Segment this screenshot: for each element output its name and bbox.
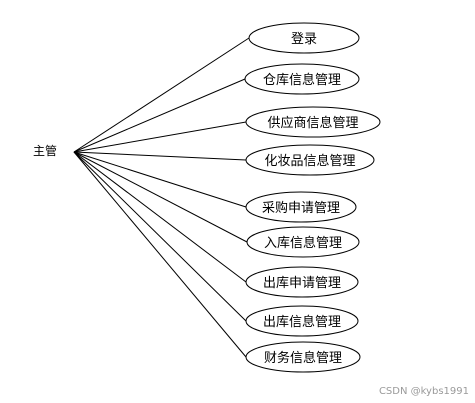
use-case-label: 出库申请管理 — [263, 275, 341, 291]
use-case: 入库信息管理 — [246, 226, 360, 258]
use-case-label: 登录 — [291, 32, 317, 47]
use-case: 出库申请管理 — [245, 266, 359, 298]
association-line — [73, 151, 247, 208]
use-case: 登录 — [248, 22, 360, 54]
actor-label: 主管 — [33, 143, 57, 158]
association-line — [73, 37, 250, 153]
use-case-label: 化妆品信息管理 — [264, 153, 355, 169]
use-case-label: 仓库信息管理 — [263, 72, 341, 88]
use-case-ellipse — [245, 144, 375, 176]
use-case-label: 供应商信息管理 — [267, 115, 358, 131]
association-line — [73, 151, 248, 243]
use-case: 采购申请管理 — [245, 191, 357, 223]
association-lines — [73, 37, 250, 358]
use-case-ellipse — [244, 63, 360, 95]
use-case-ellipse — [245, 266, 359, 298]
association-line — [73, 121, 247, 153]
use-case-ellipse — [248, 22, 360, 54]
use-case-ellipse — [246, 226, 360, 258]
use-case: 化妆品信息管理 — [245, 144, 375, 176]
use-case-ellipse — [245, 305, 359, 337]
association-line — [73, 78, 246, 153]
use-case: 出库信息管理 — [245, 305, 359, 337]
association-line — [73, 151, 247, 161]
association-line — [73, 151, 247, 358]
use-case-label: 采购申请管理 — [262, 200, 340, 216]
use-case: 仓库信息管理 — [244, 63, 360, 95]
use-case: 财务信息管理 — [245, 341, 361, 373]
use-case-ellipse — [245, 106, 381, 138]
use-case-ellipse — [245, 191, 357, 223]
use-case: 供应商信息管理 — [245, 106, 381, 138]
use-case-label: 出库信息管理 — [263, 314, 341, 330]
use-case-label: 财务信息管理 — [264, 350, 342, 366]
use-case-nodes: 登录仓库信息管理供应商信息管理化妆品信息管理采购申请管理入库信息管理出库申请管理… — [244, 22, 381, 373]
use-case-label: 入库信息管理 — [264, 235, 342, 251]
watermark: CSDN @kybs1991 — [378, 386, 469, 397]
association-line — [73, 151, 247, 283]
association-line — [73, 151, 247, 322]
use-case-ellipse — [245, 341, 361, 373]
